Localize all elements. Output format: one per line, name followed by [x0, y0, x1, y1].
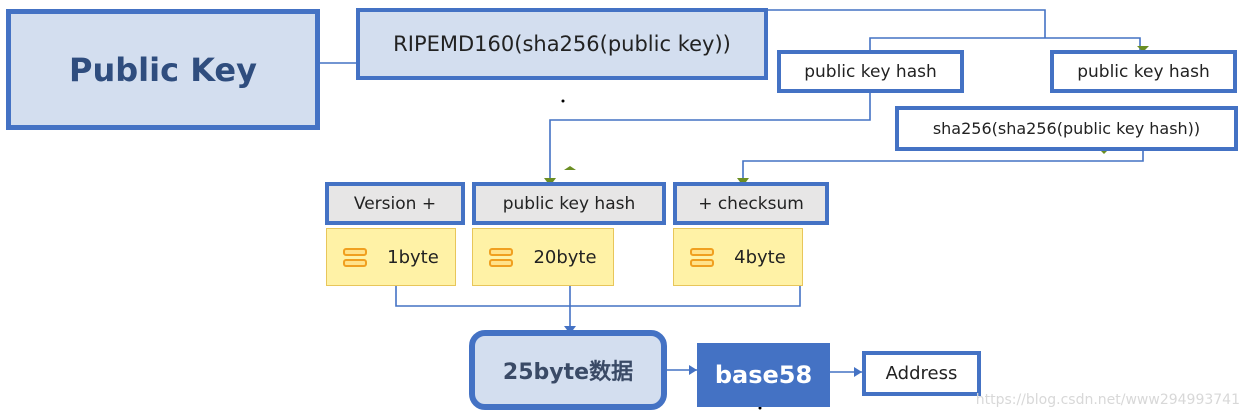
public-key-label: Public Key [69, 50, 257, 89]
database-icon [489, 247, 514, 267]
address-node: Address [862, 351, 981, 396]
public-key-node: Public Key [6, 9, 320, 130]
double-sha256-label: sha256(sha256(public key hash)) [932, 119, 1201, 138]
byte-block-4: 4byte [673, 228, 803, 286]
version-node: Version + [325, 182, 465, 225]
database-icon [690, 247, 715, 267]
ripemd160-label: RIPEMD160(sha256(public key)) [393, 32, 731, 56]
version-label: Version + [353, 193, 437, 214]
byte-block-4-label: 4byte [734, 246, 786, 268]
checksum-node: + checksum [673, 182, 829, 225]
data-25byte-label: 25byte数据 [502, 360, 634, 385]
checksum-label: + checksum [698, 193, 804, 214]
address-label: Address [885, 363, 958, 384]
data-25byte-node: 25byte数据 [469, 330, 667, 410]
public-key-hash-top-right-label: public key hash [1077, 61, 1210, 82]
base58-node: base58 [697, 343, 830, 407]
database-icon [343, 247, 368, 267]
public-key-hash-top-right: public key hash [1050, 50, 1237, 93]
base58-label: base58 [714, 361, 813, 389]
byte-block-1-label: 1byte [387, 246, 439, 268]
byte-block-20: 20byte [472, 228, 614, 286]
public-key-hash-middle-label: public key hash [502, 193, 636, 214]
public-key-hash-top-left: public key hash [777, 50, 964, 93]
public-key-hash-middle: public key hash [472, 182, 666, 225]
byte-block-1: 1byte [326, 228, 456, 286]
watermark: https://blog.csdn.net/www294993741 [975, 392, 1240, 408]
byte-block-20-label: 20byte [533, 246, 597, 268]
ripemd160-node: RIPEMD160(sha256(public key)) [356, 8, 768, 80]
public-key-hash-top-left-label: public key hash [804, 61, 937, 82]
double-sha256-node: sha256(sha256(public key hash)) [895, 106, 1238, 151]
